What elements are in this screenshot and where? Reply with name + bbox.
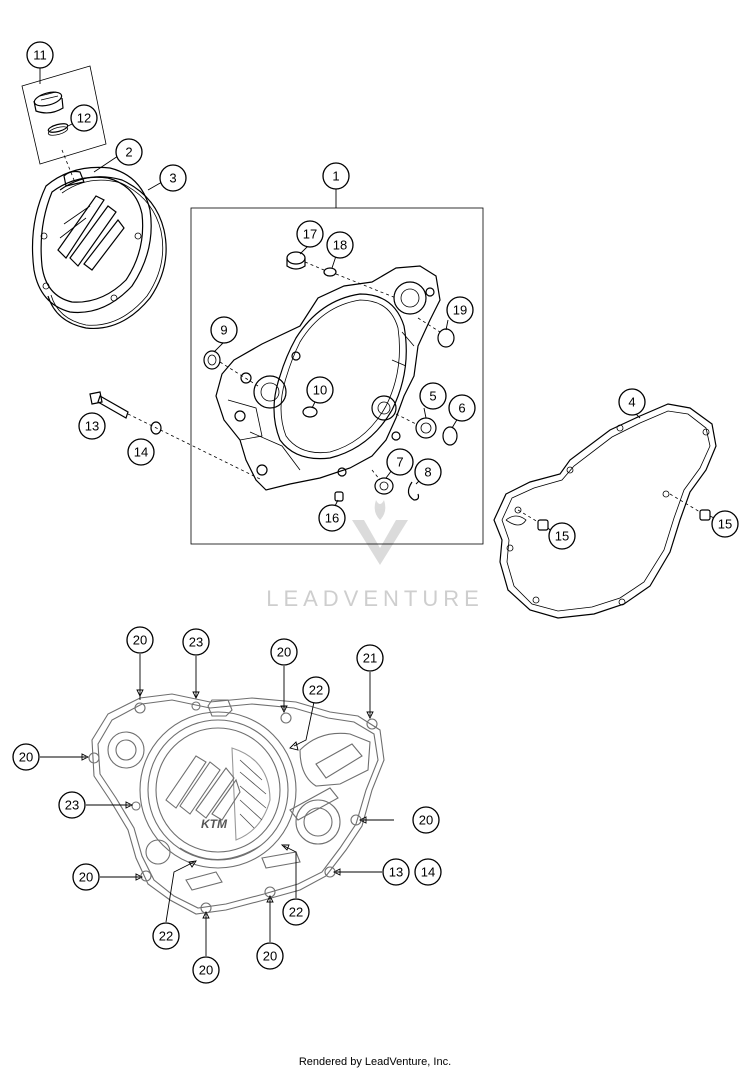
svg-text:20: 20 bbox=[263, 949, 277, 964]
svg-text:3: 3 bbox=[169, 171, 176, 186]
svg-text:20: 20 bbox=[133, 633, 147, 648]
svg-text:22: 22 bbox=[289, 905, 303, 920]
brand-logo: KTM bbox=[201, 817, 228, 831]
svg-text:5: 5 bbox=[429, 389, 436, 404]
render-credit-footer: Rendered by LeadVenture, Inc. bbox=[298, 1056, 452, 1068]
inner-cover-assembly-box bbox=[190, 207, 484, 545]
callout-22-a: 22 bbox=[302, 676, 330, 704]
svg-text:20: 20 bbox=[419, 813, 433, 828]
svg-text:6: 6 bbox=[458, 401, 465, 416]
cover-gasket bbox=[493, 403, 717, 619]
svg-text:20: 20 bbox=[277, 645, 291, 660]
callout-20-f: 20 bbox=[192, 956, 220, 984]
callout-22-c: 22 bbox=[282, 898, 310, 926]
callout-23-b: 23 bbox=[58, 791, 86, 819]
assembled-cover-view: KTM bbox=[88, 693, 385, 915]
callout-13: 13 bbox=[78, 412, 106, 440]
svg-text:18: 18 bbox=[333, 238, 347, 253]
callout-17: 17 bbox=[296, 220, 324, 248]
svg-text:20: 20 bbox=[19, 750, 33, 765]
bottom-leader-lines bbox=[40, 654, 394, 956]
svg-text:1: 1 bbox=[332, 169, 339, 184]
callout-13-bottom: 13 bbox=[382, 858, 410, 886]
svg-text:22: 22 bbox=[309, 683, 323, 698]
svg-text:20: 20 bbox=[79, 870, 93, 885]
watermark-text: LEADVENTURE bbox=[266, 586, 484, 611]
callout-20-e: 20 bbox=[72, 863, 100, 891]
callout-20-b: 20 bbox=[270, 638, 298, 666]
svg-text:21: 21 bbox=[363, 651, 377, 666]
callout-10: 10 bbox=[306, 376, 334, 404]
callout-20-d: 20 bbox=[412, 806, 440, 834]
svg-text:14: 14 bbox=[421, 865, 435, 880]
svg-text:17: 17 bbox=[303, 227, 317, 242]
inner-clutch-cover bbox=[215, 265, 441, 491]
svg-text:13: 13 bbox=[85, 419, 99, 434]
svg-text:19: 19 bbox=[453, 303, 467, 318]
svg-text:23: 23 bbox=[189, 635, 203, 650]
long-bolt-and-washer bbox=[89, 391, 263, 481]
top-leader-lines bbox=[39, 68, 723, 537]
svg-text:10: 10 bbox=[313, 383, 327, 398]
callout-6: 6 bbox=[448, 394, 476, 422]
callout-14: 14 bbox=[127, 438, 155, 466]
callout-2: 2 bbox=[115, 138, 143, 166]
callout-9: 9 bbox=[210, 316, 238, 344]
svg-text:4: 4 bbox=[628, 395, 635, 410]
callout-12: 12 bbox=[70, 104, 98, 132]
callout-15-right: 15 bbox=[711, 510, 739, 538]
svg-text:12: 12 bbox=[77, 111, 91, 126]
callout-8: 8 bbox=[414, 458, 442, 486]
svg-text:20: 20 bbox=[199, 963, 213, 978]
callout-20-g: 20 bbox=[256, 942, 284, 970]
callout-1: 1 bbox=[322, 162, 350, 190]
callout-4: 4 bbox=[618, 388, 646, 416]
outer-clutch-cover bbox=[31, 149, 152, 314]
callout-19: 19 bbox=[446, 296, 474, 324]
svg-text:15: 15 bbox=[555, 529, 569, 544]
callout-16: 16 bbox=[318, 504, 346, 532]
leadventure-watermark: LEADVENTURE bbox=[266, 500, 484, 611]
svg-text:14: 14 bbox=[134, 445, 148, 460]
svg-text:16: 16 bbox=[325, 511, 339, 526]
svg-text:2: 2 bbox=[125, 145, 132, 160]
callout-15-left: 15 bbox=[548, 522, 576, 550]
svg-text:8: 8 bbox=[424, 465, 431, 480]
svg-text:15: 15 bbox=[718, 517, 732, 532]
cap-detail-box bbox=[21, 65, 107, 165]
svg-text:22: 22 bbox=[159, 929, 173, 944]
callout-3: 3 bbox=[159, 164, 187, 192]
svg-text:11: 11 bbox=[33, 48, 47, 63]
callout-18: 18 bbox=[326, 231, 354, 259]
callout-20-c: 20 bbox=[12, 743, 40, 771]
svg-text:7: 7 bbox=[396, 455, 403, 470]
callout-7: 7 bbox=[386, 448, 414, 476]
svg-text:23: 23 bbox=[65, 798, 79, 813]
svg-text:13: 13 bbox=[389, 865, 403, 880]
svg-text:9: 9 bbox=[220, 323, 227, 338]
callout-20-a: 20 bbox=[126, 626, 154, 654]
callout-11: 11 bbox=[26, 41, 54, 69]
callout-14-bottom: 14 bbox=[414, 858, 442, 886]
callout-21: 21 bbox=[356, 644, 384, 672]
callout-22-b: 22 bbox=[152, 922, 180, 950]
cover-gasket-ring bbox=[47, 176, 167, 330]
callout-5: 5 bbox=[419, 382, 447, 410]
callout-23-a: 23 bbox=[182, 628, 210, 656]
